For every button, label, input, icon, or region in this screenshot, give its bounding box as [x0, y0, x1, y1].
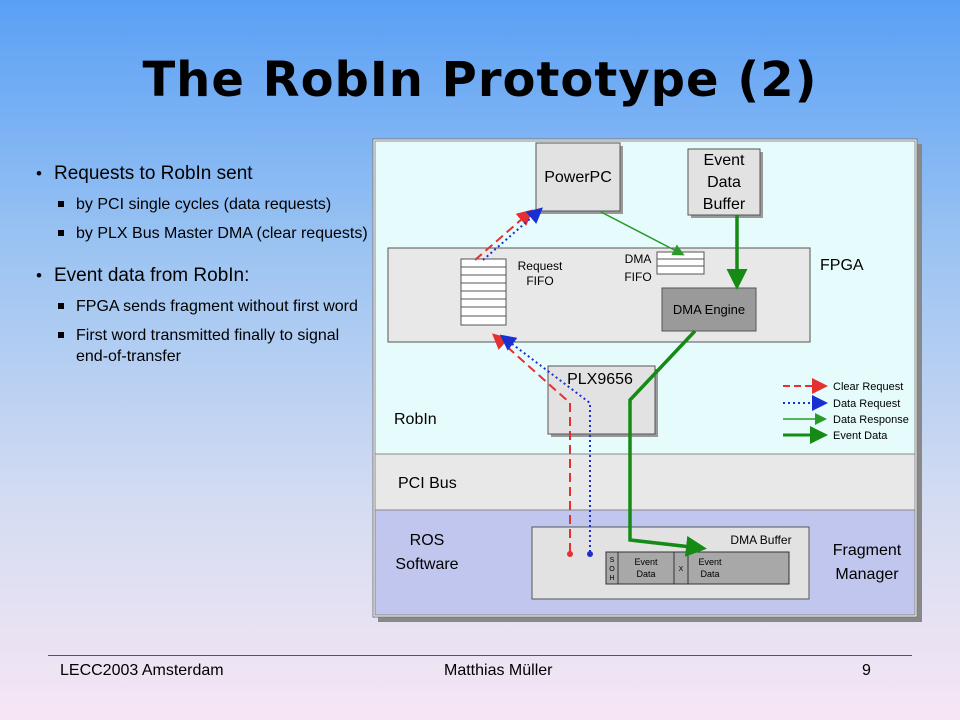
event-data-1-line-1: Event	[634, 557, 658, 567]
legend-clear-request: Clear Request	[833, 381, 903, 393]
data-request-origin-dot	[587, 551, 593, 557]
footer-conference: LECC2003 Amsterdam	[60, 662, 224, 679]
dma-fifo-line-2: FIFO	[624, 270, 651, 284]
request-fifo-line-2: FIFO	[526, 274, 553, 288]
dma-engine-box	[661, 287, 757, 332]
sub-bullet-text: by PLX Bus Master DMA (clear requests)	[76, 225, 368, 242]
ros-software-line-2: Software	[395, 556, 458, 573]
legend-data-response: Data Response	[833, 414, 909, 426]
fragment-manager-line-1: Fragment	[833, 542, 902, 559]
footer-page-number: 9	[862, 662, 871, 679]
square-bullet-icon	[58, 201, 64, 207]
square-bullet-icon	[58, 332, 64, 338]
legend-event-data: Event Data	[833, 430, 888, 442]
event-buffer-line-2: Data	[707, 174, 741, 191]
bullet-requests: Requests to RobIn sent	[36, 162, 371, 186]
square-bullet-icon	[58, 303, 64, 309]
legend: Clear Request Data Request Data Response…	[783, 378, 909, 444]
sub-bullet-fpga-sends: FPGA sends fragment without first word	[36, 296, 371, 317]
sub-bullet-text: FPGA sends fragment without first word	[76, 298, 358, 315]
event-data-2-line-2: Data	[700, 569, 719, 579]
request-fifo-stack	[460, 258, 507, 326]
powerpc-label: PowerPC	[544, 169, 612, 186]
clear-request-origin-dot	[567, 551, 573, 557]
event-data-2-line-1: Event	[698, 557, 722, 567]
dma-engine-label: DMA Engine	[673, 302, 745, 317]
event-buffer-line-3: Buffer	[703, 196, 746, 213]
soh-s: S	[610, 557, 615, 564]
powerpc-box	[535, 142, 621, 212]
event-data-1-line-2: Data	[636, 569, 655, 579]
event-buffer-line-1: Event	[704, 152, 745, 169]
pci-bus-label: PCI Bus	[398, 475, 457, 492]
plx9656-label: PLX9656	[567, 371, 633, 388]
x-mark: X	[679, 566, 684, 573]
pci-bus-region	[374, 453, 916, 511]
footer-author: Matthias Müller	[444, 662, 553, 679]
legend-data-request: Data Request	[833, 398, 900, 410]
data-request-path	[499, 334, 591, 552]
sub-bullet-first-word: First word transmitted finally to signal…	[36, 325, 371, 367]
square-bullet-icon	[58, 230, 64, 236]
dma-fifo-line-1: DMA	[625, 252, 652, 266]
footer-divider	[48, 655, 912, 656]
bullet-event-data: Event data from RobIn:	[36, 264, 371, 288]
fpga-label: FPGA	[820, 257, 864, 274]
sub-bullet-plx-dma: by PLX Bus Master DMA (clear requests)	[36, 223, 371, 244]
event-data-path-arrow	[628, 329, 707, 557]
clear-request-path	[492, 333, 571, 552]
fragment-strip	[605, 551, 790, 585]
request-fifo-line-1: Request	[518, 259, 563, 273]
sub-bullet-text: by PCI single cycles (data requests)	[76, 196, 332, 213]
slide-title: The RobIn Prototype (2)	[142, 52, 818, 108]
robin-label: RobIn	[394, 411, 437, 428]
clear-request-upper-arrow	[474, 209, 534, 261]
sub-bullet-text: First word transmitted finally to signal…	[76, 327, 340, 365]
bullet-list: Requests to RobIn sent by PCI single cyc…	[36, 162, 371, 367]
soh-h: H	[609, 575, 614, 582]
event-data-buffer-box	[687, 148, 761, 216]
ros-software-line-1: ROS	[410, 532, 445, 549]
sub-bullet-pci-single-cycles: by PCI single cycles (data requests)	[36, 194, 371, 215]
fragment-manager-line-2: Manager	[835, 566, 899, 583]
dma-buffer-label: DMA Buffer	[730, 533, 791, 547]
soh-o: O	[609, 566, 615, 573]
data-response-arrow	[600, 211, 685, 256]
dma-fifo-stack	[656, 251, 705, 275]
